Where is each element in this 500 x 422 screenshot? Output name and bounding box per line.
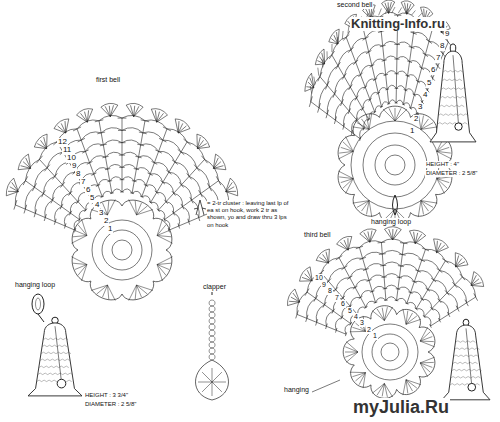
legend-text: = 2-tr cluster : leaving last lp of ea s… bbox=[207, 200, 291, 229]
part-label: DIAMETER : 2 5/8" bbox=[425, 170, 478, 177]
round-number: 3 bbox=[98, 209, 104, 218]
shell-edge bbox=[287, 227, 483, 306]
round-ring bbox=[363, 133, 427, 197]
clapper-ball bbox=[57, 379, 66, 388]
part-label: third bell bbox=[303, 231, 331, 239]
round-number: 9 bbox=[444, 30, 450, 39]
clapper-ball bbox=[455, 123, 462, 130]
round-number: 6 bbox=[340, 300, 346, 308]
clapper-ball-chart bbox=[196, 360, 229, 400]
stitch-lines bbox=[296, 242, 478, 336]
clapper-string bbox=[466, 328, 472, 385]
shell-edge bbox=[305, 0, 451, 91]
round-number: 7 bbox=[80, 178, 86, 187]
round-number: 5 bbox=[426, 79, 432, 88]
round-number: 9 bbox=[71, 162, 77, 171]
leader-line bbox=[312, 380, 340, 392]
hanging-loop bbox=[393, 195, 398, 215]
stitch-lines bbox=[309, 15, 451, 141]
bell-texture bbox=[37, 338, 73, 381]
part-label: HEIGHT : 3 3/4" bbox=[84, 392, 129, 399]
round-number: 1 bbox=[107, 225, 113, 234]
round-ring bbox=[385, 155, 405, 175]
round-number: 3 bbox=[417, 103, 423, 112]
round-number: 2 bbox=[366, 326, 372, 334]
cross-stitch-row bbox=[310, 7, 447, 94]
clapper-stitches bbox=[198, 368, 226, 396]
round-number: 5 bbox=[89, 194, 95, 203]
round-number: 8 bbox=[75, 170, 81, 179]
clapper-ball bbox=[468, 383, 476, 391]
shell-edge bbox=[6, 103, 237, 195]
leader-line bbox=[38, 314, 44, 322]
watermark: myJulia.Ru bbox=[352, 398, 450, 418]
round-ring bbox=[102, 230, 142, 270]
round-number: 3 bbox=[359, 319, 365, 327]
bell-texture bbox=[437, 71, 468, 125]
part-label: hanging loop bbox=[370, 218, 412, 226]
part-label: hanging bbox=[283, 386, 310, 394]
part-label: clapper bbox=[202, 283, 227, 291]
round-ring bbox=[362, 324, 418, 380]
round-ring bbox=[381, 343, 399, 361]
chain-stitches bbox=[209, 300, 215, 360]
round-number: 10 bbox=[66, 154, 77, 163]
bell-outline bbox=[442, 325, 490, 400]
petal-edge bbox=[343, 306, 435, 399]
round-number: 8 bbox=[327, 287, 333, 295]
round-number: 2 bbox=[413, 115, 419, 124]
petal-stitches bbox=[345, 307, 435, 397]
part-label: HEIGHT : 4" bbox=[425, 161, 460, 168]
round-number: 9 bbox=[321, 281, 327, 289]
part-label: second bell bbox=[336, 1, 373, 9]
round-number: 2 bbox=[103, 217, 109, 226]
round-number: 7 bbox=[435, 54, 441, 63]
clapper-string bbox=[453, 55, 459, 124]
round-ring bbox=[375, 145, 415, 185]
round-number: 4 bbox=[422, 91, 428, 100]
bell-outline bbox=[28, 323, 82, 396]
bell-texture bbox=[450, 341, 482, 385]
round-ring bbox=[92, 220, 152, 280]
round-number: 5 bbox=[347, 307, 353, 315]
part-label: DIAMETER : 2 5/8" bbox=[84, 401, 137, 408]
part-label: first bell bbox=[95, 76, 121, 84]
part-label: hanging loop bbox=[14, 281, 56, 289]
round-number: 6 bbox=[85, 186, 91, 195]
petal-stitches bbox=[71, 199, 172, 300]
round-number: 4 bbox=[353, 313, 359, 321]
round-number: 8 bbox=[439, 42, 445, 51]
cluster-symbol bbox=[194, 200, 206, 215]
stitch-lines bbox=[14, 118, 230, 232]
round-number: 6 bbox=[430, 66, 436, 75]
round-number: 12 bbox=[57, 138, 68, 147]
hanging-loop bbox=[36, 298, 41, 310]
clapper-string bbox=[55, 326, 61, 382]
watermark: Knitting-Info.ru bbox=[350, 17, 446, 31]
round-number: 1 bbox=[372, 332, 378, 340]
round-number: 10 bbox=[314, 274, 324, 282]
round-ring bbox=[112, 240, 132, 260]
petal-edge bbox=[72, 200, 172, 300]
round-number: 7 bbox=[334, 294, 340, 302]
chain-loops bbox=[297, 239, 476, 334]
bell-outline bbox=[430, 51, 476, 142]
hanging-loop bbox=[32, 294, 44, 314]
round-number: 1 bbox=[409, 127, 415, 136]
round-number: 11 bbox=[62, 146, 72, 155]
leader-line bbox=[212, 292, 213, 295]
